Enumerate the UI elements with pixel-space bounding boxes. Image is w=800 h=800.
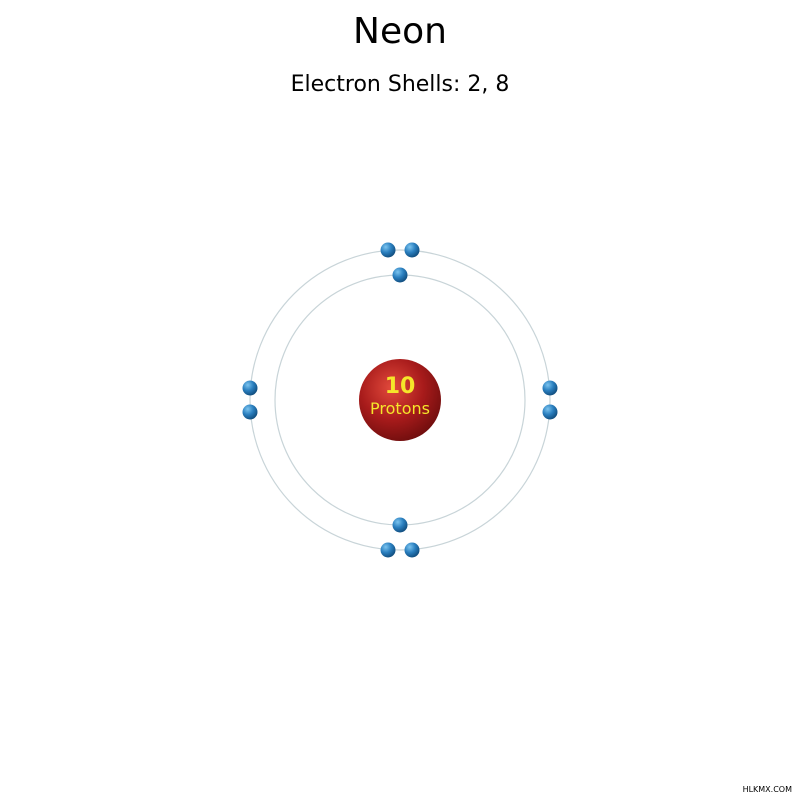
outer-shell-orbit <box>249 249 551 551</box>
nucleus-sphere <box>359 359 441 441</box>
electron <box>242 404 258 420</box>
nucleus: 10 Protons <box>359 359 441 441</box>
element-title: Neon <box>353 11 447 52</box>
electron <box>404 242 420 258</box>
protons-label: Protons <box>370 399 430 418</box>
electron <box>380 542 396 558</box>
electron <box>404 542 420 558</box>
proton-count: 10 <box>385 374 416 399</box>
electron <box>380 242 396 258</box>
electron <box>542 380 558 396</box>
site-credit: HLKMX.COM <box>742 785 792 794</box>
electron <box>392 267 408 283</box>
electron <box>242 380 258 396</box>
outer-shell-electrons <box>242 242 558 558</box>
shell-configuration: Electron Shells: 2, 8 <box>290 72 510 97</box>
electron <box>392 517 408 533</box>
electron <box>542 404 558 420</box>
inner-shell-electrons <box>392 267 408 533</box>
